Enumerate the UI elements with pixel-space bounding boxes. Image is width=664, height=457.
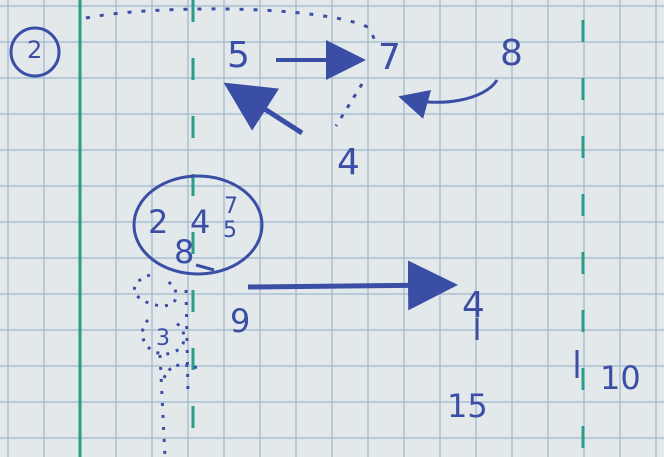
number-4-top: 4 bbox=[337, 142, 360, 183]
circle-label-2 bbox=[9, 26, 61, 78]
cluster-digit-4: 4 bbox=[190, 203, 211, 241]
dotted-7-to-4 bbox=[334, 83, 364, 127]
number-8: 8 bbox=[500, 33, 523, 74]
dotted-vertical-2 bbox=[184, 289, 190, 393]
cluster-digit-8: 8 bbox=[174, 233, 195, 271]
cluster-digit-2: 2 bbox=[148, 203, 169, 241]
dotted-top-arc bbox=[85, 7, 378, 45]
arrow-4-to-5 bbox=[223, 82, 304, 136]
number-15: 15 bbox=[447, 387, 488, 425]
number-5: 5 bbox=[227, 35, 250, 76]
number-4-right: 4 bbox=[462, 285, 485, 326]
number-7: 7 bbox=[378, 37, 401, 78]
number-9: 9 bbox=[230, 302, 251, 340]
arrow-cluster-to-4 bbox=[247, 260, 458, 311]
dotted-vertical-1 bbox=[158, 354, 167, 457]
number-3: 3 bbox=[156, 326, 170, 351]
cluster-digit-5: 5 bbox=[223, 218, 237, 243]
circle-cluster bbox=[132, 174, 264, 276]
label-circle-2: 2 bbox=[27, 36, 43, 64]
small-cluster-arrow bbox=[195, 263, 215, 272]
dotted-loop-lower bbox=[133, 273, 178, 308]
number-10: 10 bbox=[600, 359, 641, 397]
curved-arrow-from-8 bbox=[398, 79, 499, 119]
cluster-digit-7: 7 bbox=[224, 194, 238, 219]
